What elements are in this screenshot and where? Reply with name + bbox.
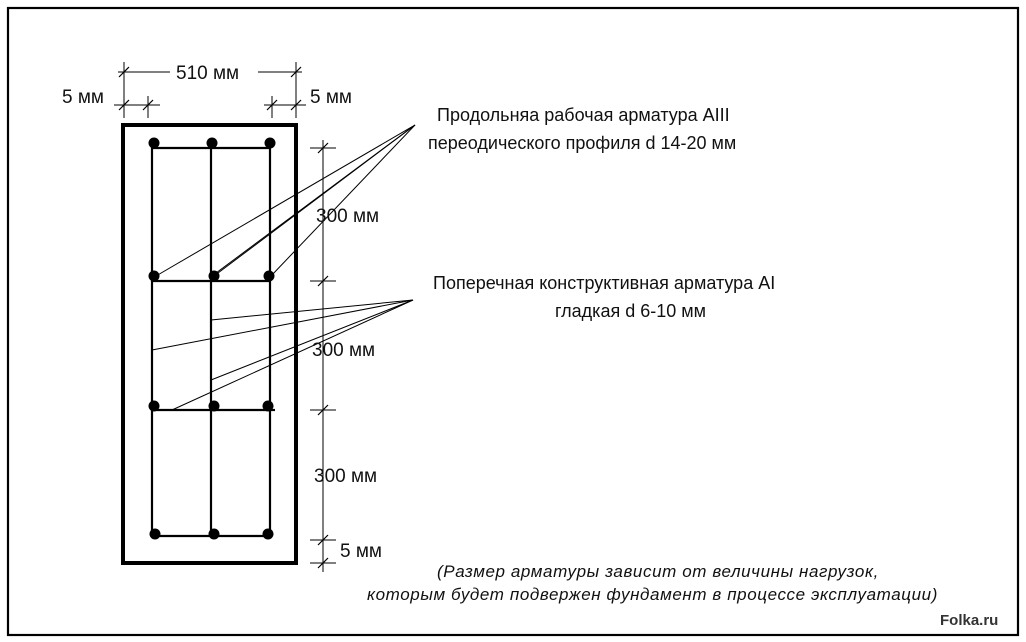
rebar-dot bbox=[149, 528, 161, 540]
leader-line bbox=[211, 124, 416, 277]
dim-label-spacing-2: 300 мм bbox=[312, 340, 375, 361]
dim-label-cover-bottom: 5 мм bbox=[340, 541, 382, 562]
leader-lines-transverse bbox=[151, 299, 414, 411]
leader-line bbox=[270, 124, 416, 277]
dim-tick bbox=[290, 66, 302, 78]
rebar-dot bbox=[264, 137, 276, 149]
leader-line bbox=[155, 124, 416, 277]
dim-tick bbox=[317, 557, 329, 569]
annotation-transverse-line2: гладкая d 6-10 мм bbox=[555, 301, 706, 321]
dim-tick bbox=[317, 404, 329, 416]
dim-tick bbox=[118, 66, 130, 78]
dim-label-cover-right: 5 мм bbox=[310, 87, 352, 108]
dim-tick bbox=[317, 534, 329, 546]
watermark: Folka.ru bbox=[940, 612, 998, 629]
annotation-longitudinal-line1: Продольняа рабочая арматура AIII bbox=[437, 105, 730, 125]
concrete-section-outline bbox=[121, 123, 298, 565]
rebar-dot bbox=[148, 137, 160, 149]
dim-tick bbox=[266, 99, 278, 111]
annotation-longitudinal-line2: переодического профиля d 14-20 мм bbox=[428, 133, 736, 153]
dim-tick bbox=[290, 99, 302, 111]
dim-label-spacing-3: 300 мм bbox=[314, 466, 377, 487]
rebar-dot bbox=[208, 400, 220, 412]
leader-line bbox=[210, 299, 414, 381]
footnote-line2: которым будет подвержен фундамент в проц… bbox=[367, 585, 938, 604]
leader-lines-longitudinal bbox=[155, 124, 416, 277]
right-dimension bbox=[310, 140, 336, 572]
dim-tick bbox=[317, 275, 329, 287]
dim-label-width: 510 мм bbox=[176, 63, 239, 84]
dim-tick bbox=[118, 99, 130, 111]
reinforcement-cage bbox=[150, 143, 275, 538]
rebar-dot bbox=[148, 270, 160, 282]
page-frame bbox=[6, 6, 1020, 637]
dim-tick bbox=[142, 99, 154, 111]
leader-line bbox=[151, 299, 414, 351]
rebar-dot bbox=[262, 400, 274, 412]
dim-label-cover-left: 5 мм bbox=[62, 87, 104, 108]
leader-line bbox=[171, 299, 414, 411]
leader-line bbox=[210, 299, 414, 321]
top-dimension bbox=[114, 62, 306, 118]
annotation-transverse-line1: Поперечная конструктивная арматура AI bbox=[433, 273, 775, 293]
rebar-dot bbox=[262, 528, 274, 540]
rebar-dots bbox=[148, 137, 276, 540]
dim-label-spacing-1: 300 мм bbox=[316, 206, 379, 227]
footnote-line1: (Размер арматуры зависит от величины наг… bbox=[437, 562, 879, 581]
rebar-dot bbox=[206, 137, 218, 149]
rebar-dot bbox=[148, 400, 160, 412]
rebar-dot bbox=[263, 270, 275, 282]
rebar-dot bbox=[208, 528, 220, 540]
dim-tick bbox=[317, 142, 329, 154]
